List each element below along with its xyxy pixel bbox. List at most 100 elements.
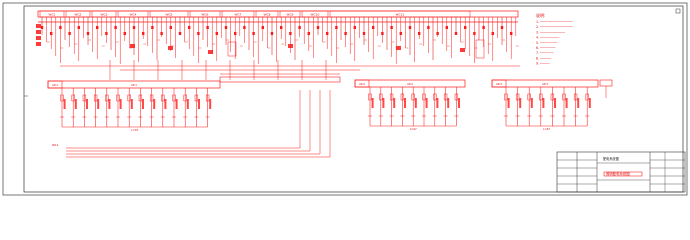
lower-device-label [447, 98, 450, 108]
lower-breaker [71, 94, 75, 102]
lower-breaker [194, 94, 199, 102]
device-label-block [36, 36, 41, 40]
lower-device-label [153, 99, 156, 109]
device-label-block [36, 42, 41, 46]
breaker-symbol [243, 26, 246, 29]
breaker-symbol [307, 32, 310, 35]
lower-panel-label: AP-2 [407, 82, 413, 86]
top-bus-header-label: WC8 [264, 13, 271, 17]
device-label-block [36, 30, 41, 34]
lower-breaker [504, 93, 508, 101]
breaker-symbol [500, 26, 504, 29]
top-bus-cell [91, 10, 117, 18]
lower-breaker [433, 93, 437, 101]
lower-breaker [60, 94, 64, 102]
breaker-symbol [151, 26, 154, 29]
lower-breaker [116, 94, 120, 102]
breaker-symbol [427, 26, 430, 29]
lower-breaker [389, 93, 394, 101]
notes-line: 5. ───────── [536, 41, 557, 45]
feeder-group-label: L=67 [131, 128, 138, 132]
lower-panel-label: AP-1 [131, 83, 137, 87]
breaker-symbol [105, 32, 108, 35]
lower-panel-tag: AP-1 [52, 83, 58, 87]
lower-breaker [105, 94, 109, 102]
breaker-symbol [252, 32, 255, 35]
device-label-block [460, 48, 465, 52]
lower-device-label [530, 98, 533, 108]
lower-panel-tag-box [354, 79, 370, 88]
lower-breaker [527, 93, 531, 101]
title-block: 配电系统图 照明配电系统图 [556, 151, 686, 193]
lower-device-label [414, 98, 417, 108]
end-terminal-box [599, 79, 613, 87]
lower-breaker [539, 93, 543, 101]
top-bus-header-label: WC7 [235, 13, 242, 17]
lower-panel-tag: AP-3 [496, 82, 502, 86]
breaker-symbol [362, 32, 366, 35]
lower-breaker [400, 93, 405, 101]
notes-line: 2. ───────────────── [536, 25, 573, 29]
breaker-symbol [399, 32, 402, 35]
top-bus-cell [279, 10, 301, 18]
lower-device-label [565, 98, 568, 108]
breaker-symbol [123, 32, 126, 35]
device-label-block [168, 46, 173, 50]
lower-device-label [86, 99, 88, 109]
lower-device-label [393, 98, 396, 108]
lower-device-label [507, 98, 510, 108]
interconnect-bus-box [219, 76, 341, 83]
device-label-block [130, 44, 135, 48]
breaker-symbol [326, 32, 329, 35]
lower-breaker [183, 94, 187, 102]
breaker-symbol [188, 26, 191, 29]
breaker-symbol [280, 26, 283, 29]
lower-breaker [562, 93, 566, 101]
top-bus-cell [329, 10, 471, 18]
lower-panel-tag-box [47, 80, 63, 89]
top-feeder-wiring [36, 17, 519, 64]
top-bus-cell [65, 10, 91, 18]
title-block-drawing-title: 照明配电系统图 [606, 171, 630, 176]
top-bus-header-label: WC4 [130, 13, 137, 17]
breaker-symbol [96, 26, 99, 29]
inner-border [23, 5, 684, 193]
breaker-symbol [86, 32, 90, 35]
lower-device-label [209, 99, 212, 109]
breaker-symbol [491, 32, 494, 35]
breaker-symbol [215, 32, 218, 35]
lower-panel-tag: AP-2 [359, 82, 365, 86]
breaker-symbol [353, 26, 356, 29]
device-label-block [208, 50, 213, 54]
notes-block: 说明: 1. ─────────────────2. ─────────────… [536, 12, 573, 66]
notes-line: 7. ─────── [536, 51, 554, 55]
cabinet-outline [227, 41, 237, 57]
lower-device-label [119, 99, 122, 109]
breaker-symbol [68, 32, 71, 35]
lower-device-label [108, 99, 111, 109]
top-bus-header-label: WC9 [287, 13, 294, 17]
lower-breaker [82, 94, 87, 102]
lower-breaker [422, 93, 426, 101]
breaker-symbol [381, 32, 384, 35]
top-bus-cell [221, 10, 255, 18]
lower-device-label [577, 98, 580, 108]
breaker-symbol [482, 26, 485, 29]
notes-lines: 1. ─────────────────2. ─────────────────… [536, 20, 573, 66]
top-bus-header-label: WC1 [49, 13, 56, 17]
lower-panel-label: AP-3 [542, 82, 548, 86]
top-bus-header-label: WC10 [311, 13, 320, 17]
notes-title: 说明: [536, 12, 545, 18]
device-label-block [288, 44, 293, 48]
top-bus-header-label: WC6 [202, 13, 209, 17]
lower-device-label [186, 99, 189, 109]
lower-breaker [368, 93, 372, 101]
feeder-group-label: L=67 [410, 127, 417, 131]
lower-device-label [74, 99, 77, 109]
lower-device-label [436, 98, 439, 108]
lower-device-label [542, 98, 545, 108]
lower-breaker [550, 93, 555, 101]
top-bus-header-label: WC2 [75, 13, 82, 17]
lower-device-label [425, 98, 428, 108]
